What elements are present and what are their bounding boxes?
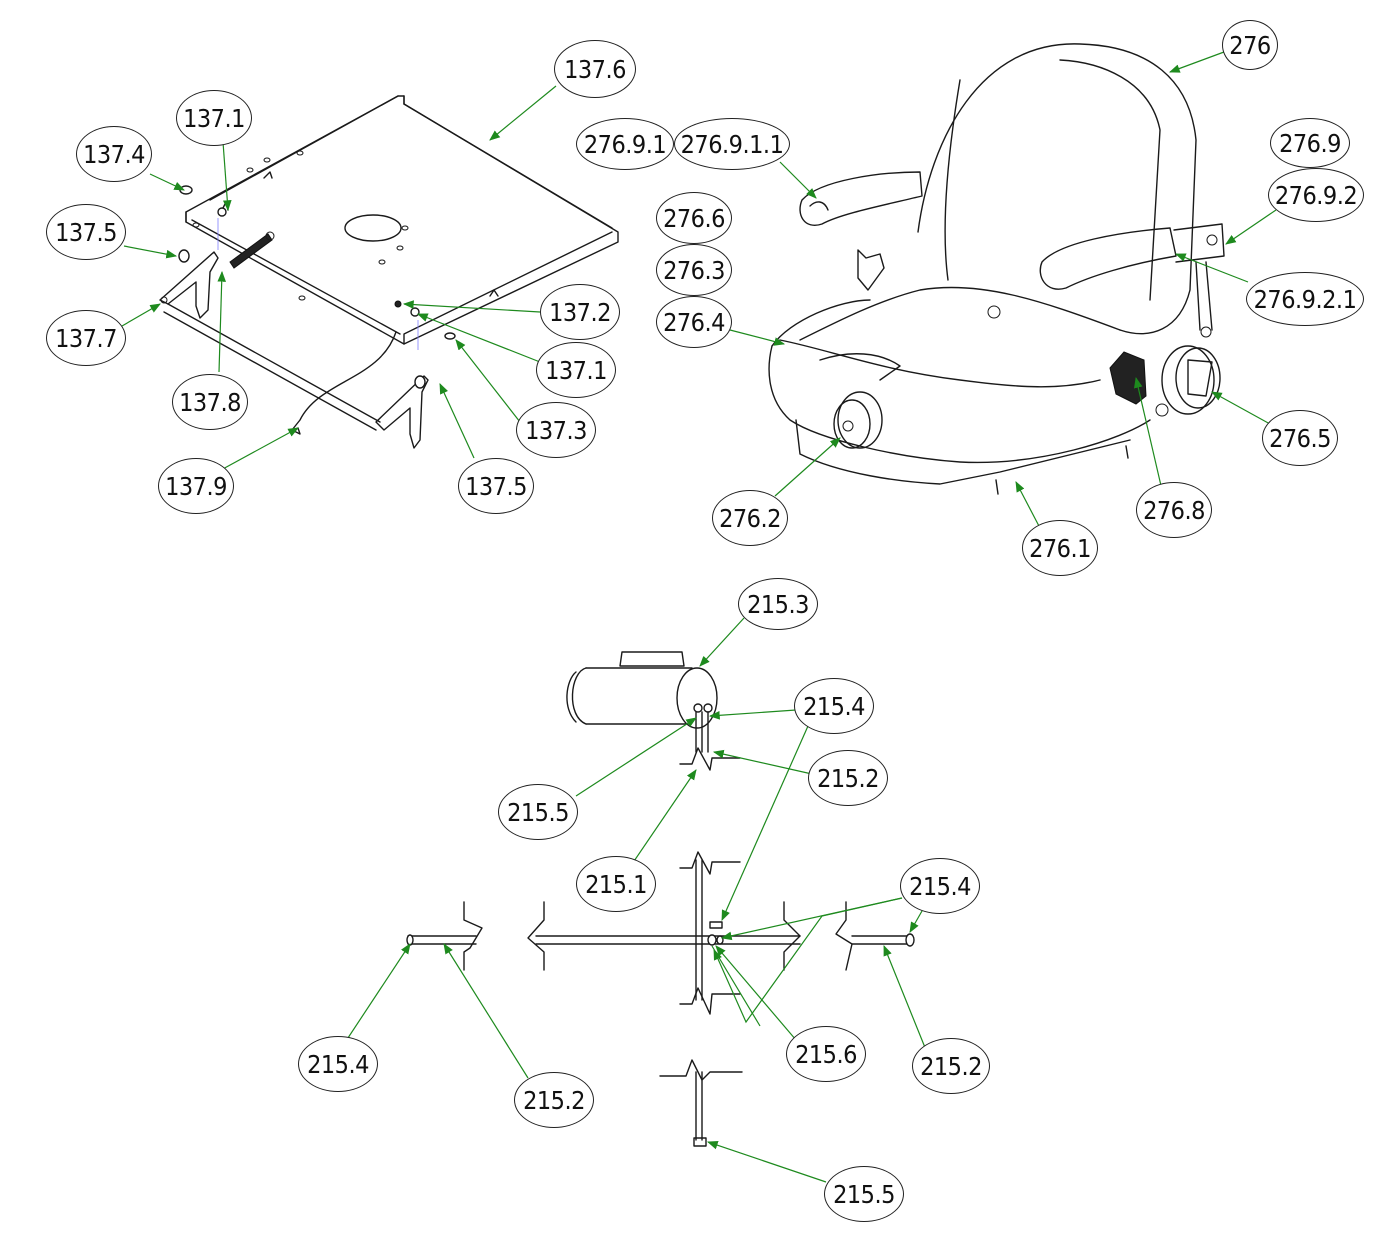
seat-drawing (768, 43, 1225, 495)
cross-bar (163, 303, 381, 431)
callout-276-9-2[interactable]: 276.9.2 (1268, 168, 1364, 222)
callout-137-1[interactable]: 137.1 (536, 342, 616, 398)
callout-215-1[interactable]: 215.1 (576, 856, 656, 912)
callout-137-8[interactable]: 137.8 (172, 374, 248, 430)
switch-body (566, 651, 718, 729)
bracket-right (375, 375, 429, 449)
washers (178, 185, 456, 389)
callout-276-8[interactable]: 276.8 (1136, 482, 1212, 538)
callout-137-5[interactable]: 137.5 (458, 458, 534, 514)
callout-215-4[interactable]: 215.4 (298, 1036, 378, 1092)
callout-215-6[interactable]: 215.6 (786, 1026, 866, 1082)
callout-276-9-2-1[interactable]: 276.9.2.1 (1246, 272, 1364, 326)
bracket-left (159, 251, 219, 319)
callout-137-6[interactable]: 137.6 (554, 40, 636, 98)
leader-lines (121, 51, 1277, 1183)
armrest-right (1039, 223, 1225, 331)
lumbar-control (1109, 351, 1147, 405)
spring (229, 231, 275, 269)
callout-276-9-1[interactable]: 276.9.1 (576, 118, 674, 170)
callout-137-7[interactable]: 137.7 (46, 310, 126, 366)
callout-215-4[interactable]: 215.4 (794, 678, 874, 734)
knob-front (833, 391, 883, 449)
callout-276-2[interactable]: 276.2 (712, 490, 788, 546)
callout-215-2[interactable]: 215.2 (514, 1072, 594, 1128)
plate-holes (192, 150, 409, 301)
callout-215-4[interactable]: 215.4 (900, 858, 980, 914)
callout-137-9[interactable]: 137.9 (158, 458, 234, 514)
callout-276-9-1-1[interactable]: 276.9.1.1 (674, 118, 790, 170)
callout-137-2[interactable]: 137.2 (540, 284, 620, 340)
callout-137-5[interactable]: 137.5 (46, 204, 126, 260)
callout-137-1[interactable]: 137.1 (176, 90, 252, 146)
callout-276[interactable]: 276 (1222, 20, 1278, 70)
armrest-left (799, 171, 923, 226)
callout-276-1[interactable]: 276.1 (1022, 520, 1098, 576)
callout-215-3[interactable]: 215.3 (738, 578, 818, 630)
callout-137-3[interactable]: 137.3 (516, 402, 596, 458)
harness-drawing (406, 651, 915, 1147)
callout-276-3[interactable]: 276.3 (656, 244, 732, 296)
callout-215-5[interactable]: 215.5 (498, 784, 578, 840)
callout-276-6[interactable]: 276.6 (656, 192, 732, 244)
callout-276-4[interactable]: 276.4 (656, 296, 732, 348)
callout-276-9[interactable]: 276.9 (1270, 118, 1350, 168)
knob-side (1155, 326, 1221, 417)
callout-215-5[interactable]: 215.5 (824, 1166, 904, 1222)
callout-137-4[interactable]: 137.4 (76, 126, 152, 182)
callout-215-2[interactable]: 215.2 (808, 750, 888, 806)
callout-276-5[interactable]: 276.5 (1262, 410, 1338, 466)
callout-215-2[interactable]: 215.2 (912, 1038, 990, 1094)
